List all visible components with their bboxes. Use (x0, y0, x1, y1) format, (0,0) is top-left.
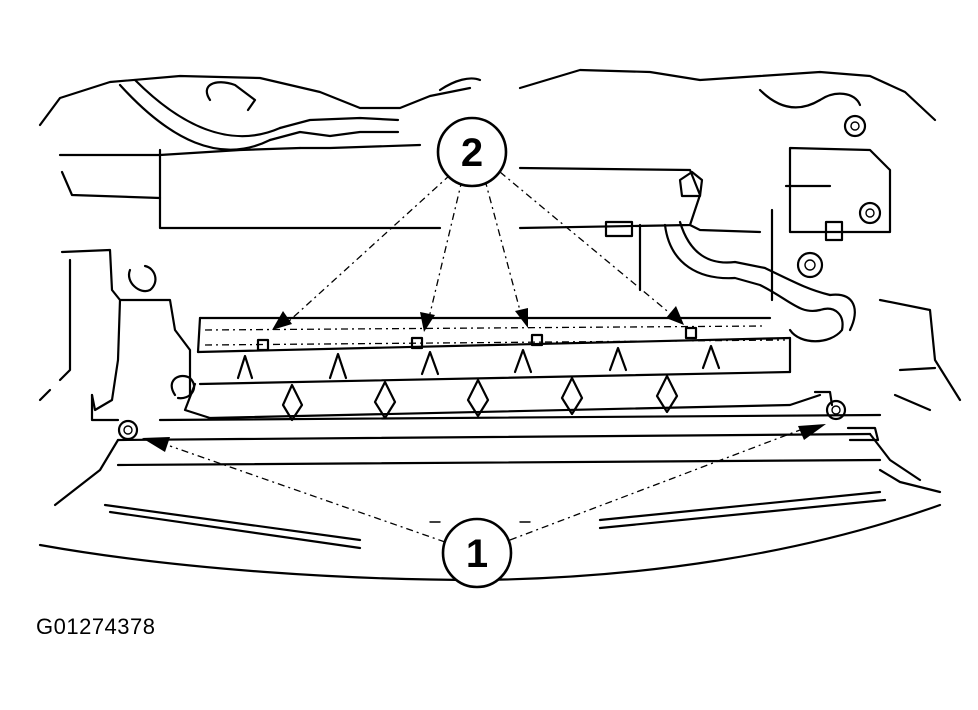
mounting-bolts-upper (127, 114, 882, 293)
clip-1 (256, 338, 270, 352)
figure-id-label: G01274378 (36, 614, 156, 639)
clip-4 (684, 326, 698, 340)
bumper-fins-upper (236, 344, 721, 380)
clip-3 (530, 333, 544, 347)
clip-fasteners (256, 326, 698, 352)
bolt-fasteners (117, 390, 880, 442)
callout-1: 1 (441, 517, 513, 589)
hoses-and-lines (118, 77, 862, 343)
callout-1-leaders (142, 424, 826, 543)
callout-1-label: 1 (466, 532, 488, 576)
callout-2-label: 2 (461, 131, 483, 175)
engine-compartment-outline (38, 68, 937, 234)
clip-2 (410, 336, 424, 350)
frame-rails (38, 248, 962, 422)
callout-2-leaders (272, 171, 684, 332)
bolt-left (117, 419, 139, 441)
bolt-right (825, 399, 847, 421)
bumper-fins-lower (281, 374, 679, 422)
callout-2: 2 (436, 116, 508, 188)
